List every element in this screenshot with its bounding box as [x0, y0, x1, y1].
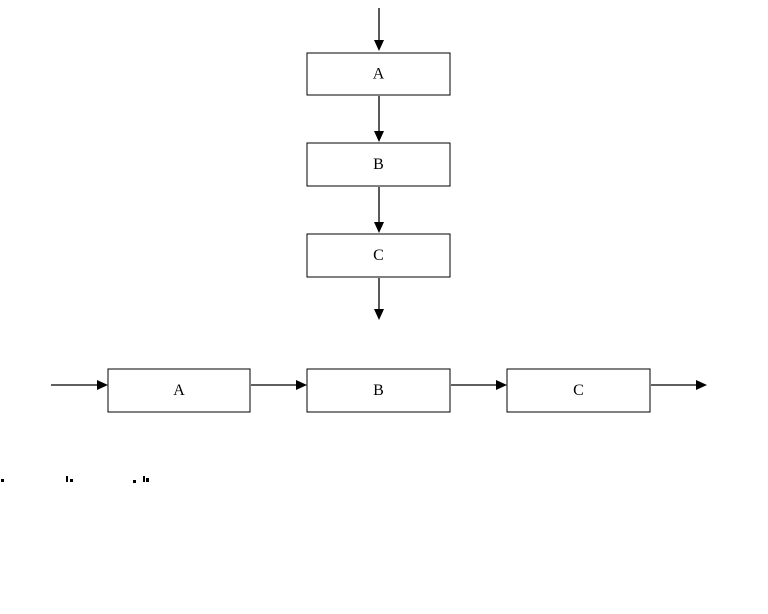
horizontal-box-a: A: [107, 368, 251, 413]
vertical-box-b-label: B: [373, 156, 384, 173]
horizontal-box-b: B: [306, 368, 451, 413]
vertical-arrow-in: [374, 8, 384, 51]
horizontal-box-a-label: A: [173, 382, 185, 399]
vertical-box-a-label: A: [373, 66, 385, 83]
vertical-flow: A B C: [306, 8, 451, 320]
horizontal-arrow-in: [51, 380, 108, 390]
horizontal-arrow-out: [651, 380, 707, 390]
vertical-arrow-out: [374, 278, 384, 320]
vertical-box-c: C: [306, 233, 451, 278]
horizontal-box-c-label: C: [573, 382, 584, 399]
horizontal-arrow-b-to-c: [451, 380, 507, 390]
vertical-box-c-label: C: [373, 247, 384, 264]
horizontal-flow: A B C: [51, 368, 707, 413]
vertical-arrow-a-to-b: [374, 96, 384, 142]
horizontal-box-c: C: [506, 368, 651, 413]
vertical-arrow-b-to-c: [374, 187, 384, 233]
horizontal-box-b-label: B: [373, 382, 384, 399]
cropped-text-fragments: [1, 476, 149, 483]
horizontal-arrow-a-to-b: [251, 380, 307, 390]
vertical-box-b: B: [306, 142, 451, 187]
vertical-box-a: A: [306, 52, 451, 96]
